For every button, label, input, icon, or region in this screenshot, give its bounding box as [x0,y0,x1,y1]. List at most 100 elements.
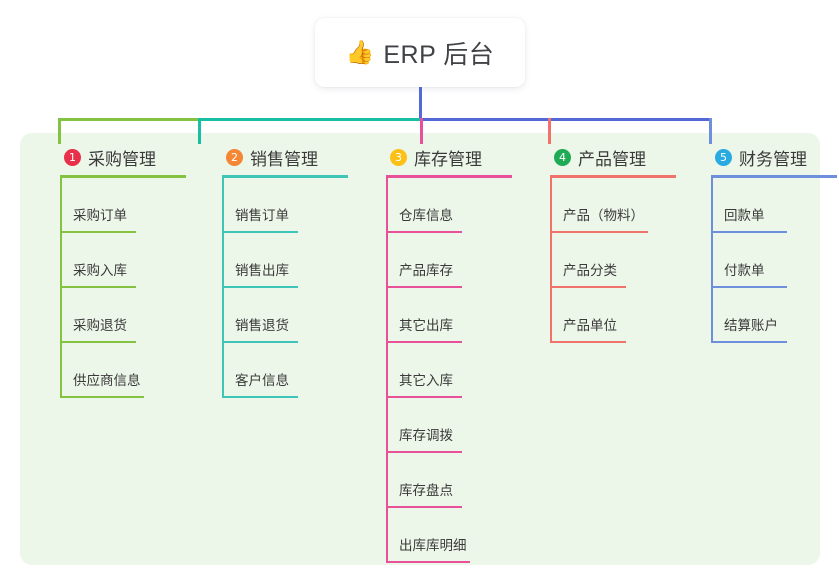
connector-segment-2 [198,118,420,121]
leaf-item-underline [386,341,462,343]
leaf-item[interactable]: 产品（物料） [550,178,692,233]
leaf-item[interactable]: 库存调拨 [386,398,528,453]
leaf-item-underline [222,341,298,343]
leaf-item[interactable]: 回款单 [711,178,839,233]
leaf-list: 采购订单采购入库采购退货供应商信息 [60,178,202,398]
branch-column-库存管理: 3 库存管理仓库信息产品库存其它出库其它入库库存调拨库存盘点出库库明细 [368,144,528,563]
branch-underline [222,175,348,178]
leaf-item-label: 产品单位 [563,318,617,333]
branch-badge-4: 4 [554,148,571,166]
branch-underline [386,175,512,178]
leaf-item-underline [711,341,787,343]
leaf-item-label: 其它入库 [399,373,453,388]
branch-header-库存管理[interactable]: 3 库存管理 [368,144,528,170]
leaf-item-label: 销售出库 [235,263,289,278]
leaf-item-underline [386,561,470,563]
connector-drop-3 [420,118,423,144]
leaf-spine [550,178,552,343]
leaf-item[interactable]: 其它入库 [386,343,528,398]
leaf-item[interactable]: 销售退货 [222,288,364,343]
leaf-item-label: 产品库存 [399,263,453,278]
leaf-item-underline [386,396,462,398]
branch-underline [711,175,837,178]
leaf-item[interactable]: 仓库信息 [386,178,528,233]
leaf-item-label: 供应商信息 [73,373,141,388]
leaf-item-label: 产品分类 [563,263,617,278]
leaf-item-label: 客户信息 [235,373,289,388]
leaf-item-label: 库存调拨 [399,428,453,443]
leaf-item-label: 采购订单 [73,208,127,223]
leaf-item-underline [60,396,144,398]
branch-badge-5: 5 [715,148,732,166]
root-node-erp-backend[interactable]: 👍 ERP 后台 [315,18,525,87]
leaf-item-underline [60,231,136,233]
branch-title: 产品管理 [578,149,646,169]
leaf-item[interactable]: 产品分类 [550,233,692,288]
leaf-item[interactable]: 结算账户 [711,288,839,343]
leaf-item-label: 产品（物料） [563,208,644,223]
leaf-spine [222,178,224,398]
leaf-item-label: 出库库明细 [399,538,467,553]
leaf-item[interactable]: 采购退货 [60,288,202,343]
root-node-title: ERP 后台 [383,40,495,69]
leaf-item-underline [550,341,626,343]
connector-segment-1 [58,118,198,121]
leaf-item[interactable]: 销售订单 [222,178,364,233]
leaf-item-underline [60,341,136,343]
leaf-item[interactable]: 付款单 [711,233,839,288]
connector-segment-3 [420,118,711,121]
leaf-item-underline [386,231,462,233]
leaf-item-underline [711,231,787,233]
connector-drop-5 [709,118,712,144]
leaf-item[interactable]: 产品单位 [550,288,692,343]
leaf-item-label: 销售退货 [235,318,289,333]
leaf-item-underline [60,286,136,288]
branch-column-产品管理: 4 产品管理产品（物料） 产品分类产品单位 [532,144,692,343]
leaf-item-label: 采购退货 [73,318,127,333]
leaf-item-underline [222,396,298,398]
leaf-item[interactable]: 采购入库 [60,233,202,288]
connector-drop-4 [548,118,551,144]
leaf-item[interactable]: 出库库明细 [386,508,528,563]
leaf-spine [60,178,62,398]
leaf-item[interactable]: 销售出库 [222,233,364,288]
leaf-list: 回款单付款单结算账户 [711,178,839,343]
leaf-spine [711,178,713,343]
branch-header-产品管理[interactable]: 4 产品管理 [532,144,692,170]
leaf-item[interactable]: 供应商信息 [60,343,202,398]
leaf-item-underline [386,506,462,508]
branch-badge-2: 2 [226,148,243,166]
branch-title: 库存管理 [414,149,482,169]
diagram-panel [20,133,820,565]
leaf-item-label: 销售订单 [235,208,289,223]
leaf-item-underline [550,286,626,288]
leaf-item[interactable]: 客户信息 [222,343,364,398]
connector-drop-1 [58,118,61,144]
leaf-item-underline [222,231,298,233]
leaf-item-label: 回款单 [724,208,765,223]
leaf-item-label: 结算账户 [724,318,778,333]
leaf-list: 销售订单销售出库销售退货客户信息 [222,178,364,398]
leaf-item-label: 库存盘点 [399,483,453,498]
leaf-item[interactable]: 采购订单 [60,178,202,233]
leaf-item[interactable]: 库存盘点 [386,453,528,508]
leaf-item-label: 采购入库 [73,263,127,278]
leaf-item-label: 付款单 [724,263,765,278]
leaf-item[interactable]: 产品库存 [386,233,528,288]
branch-badge-1: 1 [64,148,81,166]
leaf-spine [386,178,388,563]
leaf-item-underline [550,231,648,233]
trunk-line [419,87,422,120]
branch-underline [60,175,186,178]
thumbs-up-icon: 👍 [345,39,375,65]
leaf-item-label: 其它出库 [399,318,453,333]
branch-badge-3: 3 [390,148,407,166]
leaf-list: 仓库信息产品库存其它出库其它入库库存调拨库存盘点出库库明细 [386,178,528,563]
leaf-item[interactable]: 其它出库 [386,288,528,343]
